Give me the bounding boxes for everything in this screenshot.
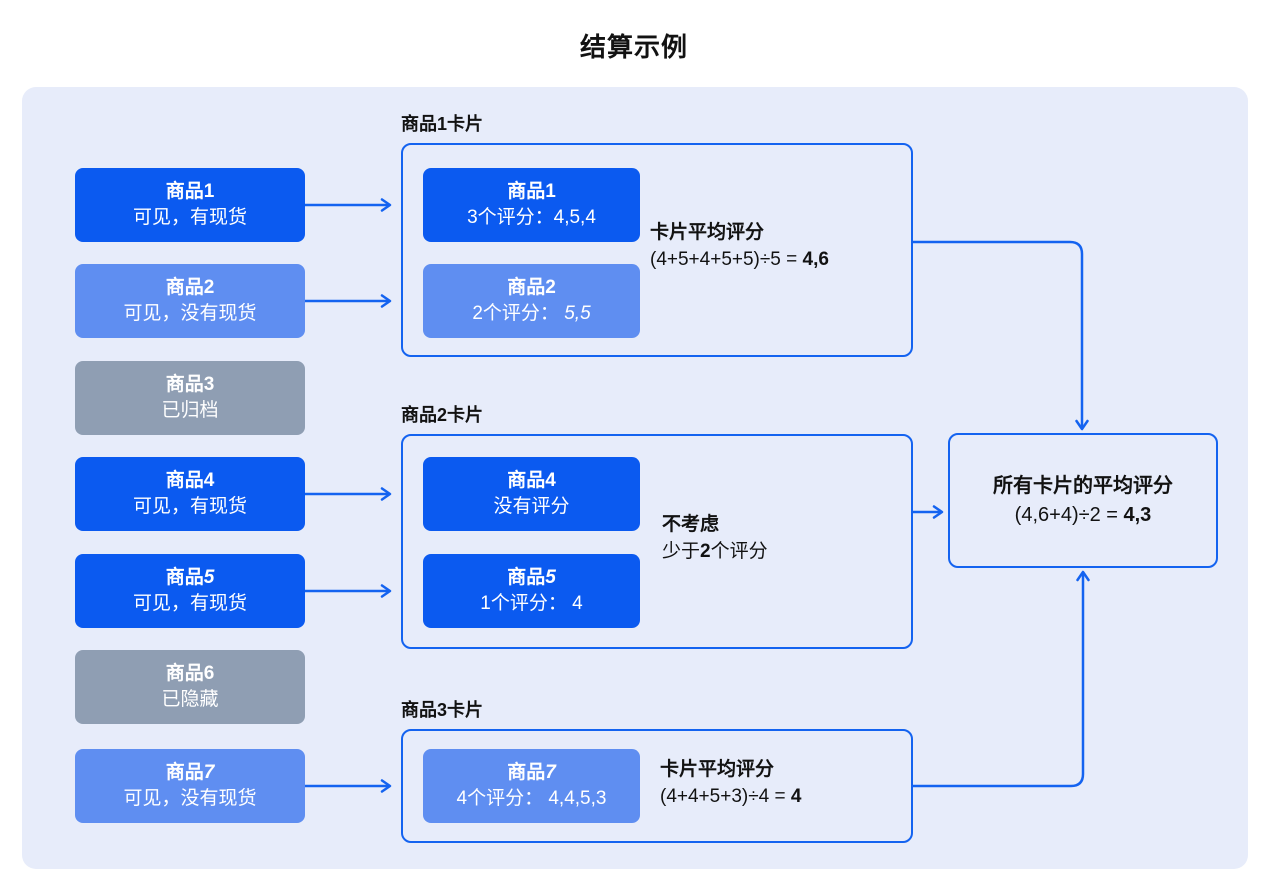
product-box-4: 商品4 可见，有现货	[75, 457, 305, 531]
product-2-name: 商品2	[166, 275, 215, 301]
product-1-name: 商品1	[166, 179, 215, 205]
product-6-name: 商品6	[166, 661, 215, 687]
product-2-name-num: 2	[203, 277, 215, 298]
card2-item-product5: 商品5 1个评分： 4	[423, 554, 640, 628]
page-title: 结算示例	[579, 32, 688, 62]
card2-item-product4-rating: 没有评分	[493, 494, 569, 520]
product-box-1: 商品1 可见，有现货	[75, 168, 305, 242]
card1-item-product2-rating: 2个评分： 5,5	[472, 301, 590, 327]
product-6-name-num: 6	[203, 663, 215, 684]
product-box-2: 商品2 可见，没有现货	[75, 264, 305, 338]
card1-item-product1: 商品1 3个评分：4,5,4	[423, 168, 640, 242]
card2-item-product5-rating: 1个评分： 4	[480, 591, 582, 617]
card3-item1-name-prefix: 商品	[507, 762, 546, 783]
card3-note-formula: (4+4+5+3)÷4 = 4	[660, 783, 801, 810]
card1-outline	[401, 143, 913, 357]
product-3-name-prefix: 商品	[165, 374, 204, 395]
card2-item1-rating-text: 没有评分	[493, 496, 570, 517]
card1-note-title: 卡片平均评分	[650, 222, 765, 243]
card2-item2-name-prefix: 商品	[507, 567, 546, 588]
card2-item1-name-prefix: 商品	[507, 470, 546, 491]
product-5-name-prefix: 商品	[165, 567, 204, 588]
card1-item-product2-name: 商品2	[507, 275, 556, 301]
card3-item-product7-rating: 4个评分： 4,4,5,3	[457, 786, 607, 812]
card1-formula-text: (4+5+4+5+5)÷5 =	[650, 249, 803, 270]
product-4-name-prefix: 商品	[165, 470, 204, 491]
card3-item-product7-name: 商品7	[507, 760, 556, 786]
card1-item1-name-prefix: 商品	[507, 181, 546, 202]
card1-formula-result: 4,6	[802, 249, 829, 270]
product-4-status: 可见，有现货	[132, 496, 247, 517]
product-1-name-num: 1	[203, 181, 215, 202]
product-3-name: 商品3	[166, 372, 215, 398]
total-formula-result: 4,3	[1123, 503, 1152, 526]
product-4-name-num: 4	[203, 470, 215, 491]
product-7-status: 可见，没有现货	[123, 788, 257, 809]
card3-formula-text: (4+4+5+3)÷4 =	[660, 786, 791, 807]
product-1-status: 可见，有现货	[132, 207, 247, 228]
card1-item1-name-num: 1	[545, 181, 556, 202]
card2-note-title: 不考虑	[662, 514, 720, 535]
product-7-name-prefix: 商品	[165, 762, 204, 783]
card1-item2-name-num: 2	[545, 277, 556, 298]
card2-item-product5-name: 商品5	[507, 565, 556, 591]
card2-note: 不考虑 少于2个评分	[662, 511, 768, 565]
card1-item2-rating-extra: 5,5	[564, 303, 591, 324]
product-6-status: 已隐藏	[161, 689, 219, 710]
card3-note-title: 卡片平均评分	[660, 759, 775, 780]
card1-item2-name-prefix: 商品	[507, 277, 546, 298]
product-2-name-prefix: 商品	[165, 277, 204, 298]
card1-item-product2: 商品2 2个评分： 5,5	[423, 264, 640, 338]
card1-item2-rating-text: 2个评分：	[472, 303, 565, 324]
card3-formula-result: 4	[790, 786, 802, 807]
card2-note-line2-post: 个评分	[710, 541, 768, 562]
card2-item2-rating-text: 1个评分： 4	[480, 593, 583, 614]
product-box-5: 商品5 可见，有现货	[75, 554, 305, 628]
card1-label: 商品1卡片	[401, 114, 484, 134]
card1-note-formula: (4+5+4+5+5)÷5 = 4,6	[650, 246, 829, 273]
card2-note-line2: 少于2个评分	[662, 538, 768, 565]
product-6-name-prefix: 商品	[165, 663, 204, 684]
card1-note: 卡片平均评分 (4+5+4+5+5)÷5 = 4,6	[650, 219, 829, 273]
product-4-name: 商品4	[166, 468, 215, 494]
product-box-6: 商品6 已隐藏	[75, 650, 305, 724]
product-box-3: 商品3 已归档	[75, 361, 305, 435]
total-average-box: 所有卡片的平均评分 (4,6+4)÷2 = 4,3	[948, 433, 1218, 568]
product-1-name-prefix: 商品	[165, 181, 204, 202]
card2-item-product4-name: 商品4	[507, 468, 556, 494]
product-7-name-num: 7	[203, 762, 215, 783]
product-5-name-num: 5	[203, 567, 215, 588]
total-formula-text: (4,6+4)÷2 =	[1014, 503, 1124, 526]
card2-label: 商品2卡片	[401, 405, 484, 425]
card3-outline	[401, 729, 913, 843]
product-5-name: 商品5	[166, 565, 215, 591]
product-3-name-num: 3	[203, 374, 215, 395]
product-7-name: 商品7	[166, 760, 215, 786]
product-2-status: 可见，没有现货	[123, 303, 257, 324]
card2-note-line2-pre: 少于	[662, 541, 701, 562]
card3-item1-name-num: 7	[545, 762, 556, 783]
card3-note: 卡片平均评分 (4+4+5+3)÷4 = 4	[660, 756, 801, 810]
card2-item1-name-num: 4	[545, 470, 556, 491]
card1-item-product1-rating: 3个评分：4,5,4	[467, 205, 596, 231]
product-box-7: 商品7 可见，没有现货	[75, 749, 305, 823]
total-average-title: 所有卡片的平均评分	[993, 474, 1173, 497]
card3-item1-rating-text: 4个评分： 4,4,5,3	[456, 788, 607, 809]
product-5-status: 可见，有现货	[132, 593, 247, 614]
card2-item-product4: 商品4 没有评分	[423, 457, 640, 531]
product-3-status: 已归档	[161, 400, 219, 421]
card1-item1-rating-text: 3个评分：4,5,4	[467, 207, 596, 228]
card3-item-product7: 商品7 4个评分： 4,4,5,3	[423, 749, 640, 823]
card2-item2-name-num: 5	[545, 567, 556, 588]
card3-label: 商品3卡片	[401, 700, 484, 720]
card2-note-line2-num: 2	[700, 541, 711, 562]
card1-item-product1-name: 商品1	[507, 179, 556, 205]
total-average-formula: (4,6+4)÷2 = 4,3	[1015, 501, 1152, 530]
card2-outline	[401, 434, 913, 649]
